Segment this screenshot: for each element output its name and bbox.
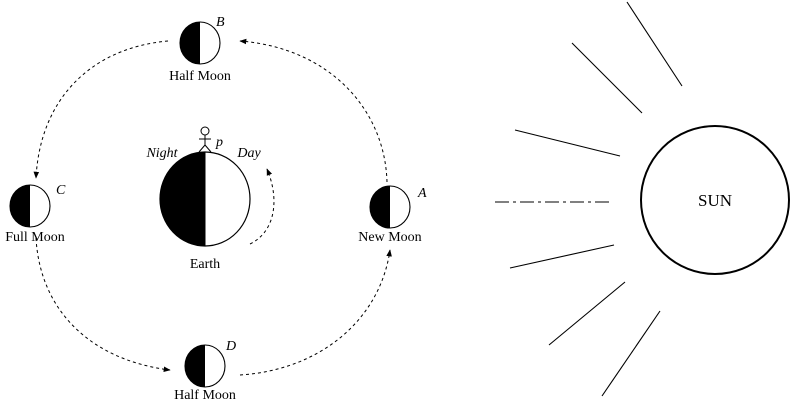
moon-a-phase-label: New Moon (358, 230, 421, 245)
sun-ray-2 (571, 42, 643, 114)
sun-ray-1 (626, 1, 683, 87)
orbit-arc-c-to-d (35, 237, 171, 372)
sun-ray-5 (509, 244, 615, 269)
sun-rays (495, 1, 683, 397)
earth-rotation-arrow (249, 168, 275, 245)
moon-b (179, 21, 221, 65)
moon-c-letter: C (56, 183, 66, 198)
moon-c-phase-label: Full Moon (5, 230, 65, 245)
sun-ray-7 (601, 310, 661, 397)
observer-label: p (215, 135, 223, 150)
moon-d-letter: D (225, 339, 236, 354)
earth-label: Earth (190, 257, 220, 272)
sun (640, 125, 790, 275)
earth (159, 151, 251, 247)
observer-stick-figure (198, 126, 212, 153)
orbit-arc-b-to-c (33, 40, 169, 179)
moon-a-letter: A (417, 186, 427, 201)
moon-b-letter: B (216, 15, 225, 30)
sun-ray-6 (548, 281, 626, 346)
earth-day-half (205, 152, 250, 246)
moon-c (9, 184, 51, 228)
moon-b-phase-label: Half Moon (169, 69, 231, 84)
orbit-arc-a-to-b (239, 38, 388, 183)
orbit-arc-d-to-a (239, 249, 392, 376)
night-label: Night (145, 146, 178, 161)
earth-night-half (160, 152, 205, 246)
moon-d (184, 344, 226, 388)
moon-a (369, 185, 411, 229)
sun-label: SUN (698, 191, 732, 210)
sun-ray-3 (514, 129, 621, 157)
moon-d-phase-label: Half Moon (174, 388, 236, 401)
day-label: Day (236, 146, 261, 161)
